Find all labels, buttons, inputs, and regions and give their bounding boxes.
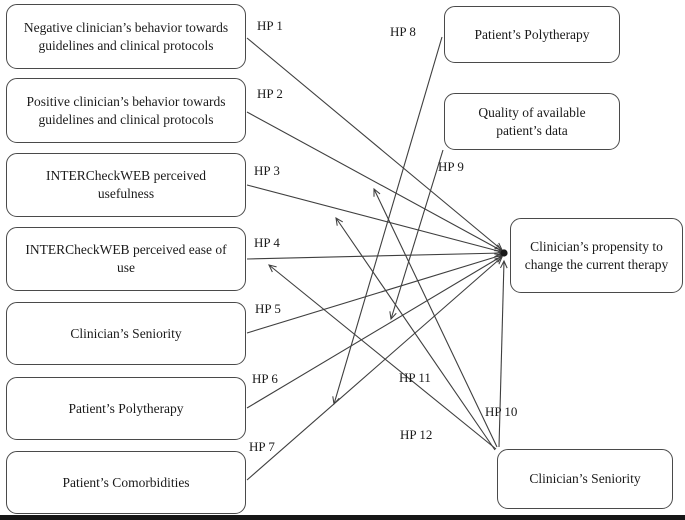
node-label: Clinician’s Seniority xyxy=(529,471,641,487)
arrow-convergence-point xyxy=(500,249,508,257)
hp-label-hp-9: HP 9 xyxy=(438,159,464,174)
bottom-border xyxy=(0,515,685,520)
edge-hp-5 xyxy=(246,253,504,334)
edge-clinician-seniority-right-to-mid-upper-path-2 xyxy=(373,187,498,448)
node-patient-polytherapy-right: Patient’s Polytherapy xyxy=(444,6,620,63)
edge-hp-12 xyxy=(335,216,496,451)
hp-label-hp-8: HP 8 xyxy=(390,24,416,39)
node-label: Patient’s Polytherapy xyxy=(68,400,184,416)
node-negative-behavior: Negative clinician’s behavior towards gu… xyxy=(6,4,246,69)
hp-label-hp-3: HP 3 xyxy=(254,163,280,178)
node-label: Patient’s Comorbidities xyxy=(62,474,190,490)
node-label: INTERCheckWEB perceived usefulness xyxy=(45,168,207,201)
edge-hp-4 xyxy=(246,249,504,260)
node-label: Negative clinician’s behavior towards gu… xyxy=(23,19,229,53)
node-clinician-seniority-left: Clinician’s Seniority xyxy=(6,302,246,365)
edge-hp-9 xyxy=(389,149,444,321)
hp-label-hp-7: HP 7 xyxy=(249,439,275,454)
node-clinician-seniority-right: Clinician’s Seniority xyxy=(497,449,673,509)
hp-label-hp-10: HP 10 xyxy=(485,404,518,419)
node-patient-polytherapy-left: Patient’s Polytherapy xyxy=(6,377,246,440)
hp-label-hp-12: HP 12 xyxy=(400,427,433,442)
edge-hp-3 xyxy=(246,184,504,254)
node-positive-behavior: Positive clinician’s behavior towards gu… xyxy=(6,78,246,143)
node-propensity-change-therapy: Clinician’s propensity to change the cur… xyxy=(510,218,683,293)
node-perceived-usefulness: INTERCheckWEB perceived usefulness xyxy=(6,153,246,217)
edge-hp-11 xyxy=(268,264,497,450)
edge-hp-8 xyxy=(332,36,443,406)
node-label: Clinician’s Seniority xyxy=(70,325,182,341)
hp-label-hp-5: HP 5 xyxy=(255,301,281,316)
node-label: Quality of available patient’s data xyxy=(478,104,586,138)
hp-label-hp-4: HP 4 xyxy=(254,235,280,250)
node-label: INTERCheckWEB perceived ease of use xyxy=(25,242,227,275)
node-label: Positive clinician’s behavior towards gu… xyxy=(26,93,226,127)
node-perceived-ease-of-use: INTERCheckWEB perceived ease of use xyxy=(6,227,246,291)
node-quality-patient-data: Quality of available patient’s data xyxy=(444,93,620,150)
hp-label-hp-1: HP 1 xyxy=(257,18,283,33)
node-label: Patient’s Polytherapy xyxy=(474,26,590,42)
hp-label-hp-6: HP 6 xyxy=(252,371,278,386)
hp-label-hp-11: HP 11 xyxy=(399,370,431,385)
hp-label-hp-2: HP 2 xyxy=(257,86,283,101)
edge-hp-6 xyxy=(246,255,504,409)
node-label: Clinician’s propensity to change the cur… xyxy=(524,238,669,272)
node-patient-comorbidities: Patient’s Comorbidities xyxy=(6,451,246,514)
edge-hp-7 xyxy=(246,256,503,481)
